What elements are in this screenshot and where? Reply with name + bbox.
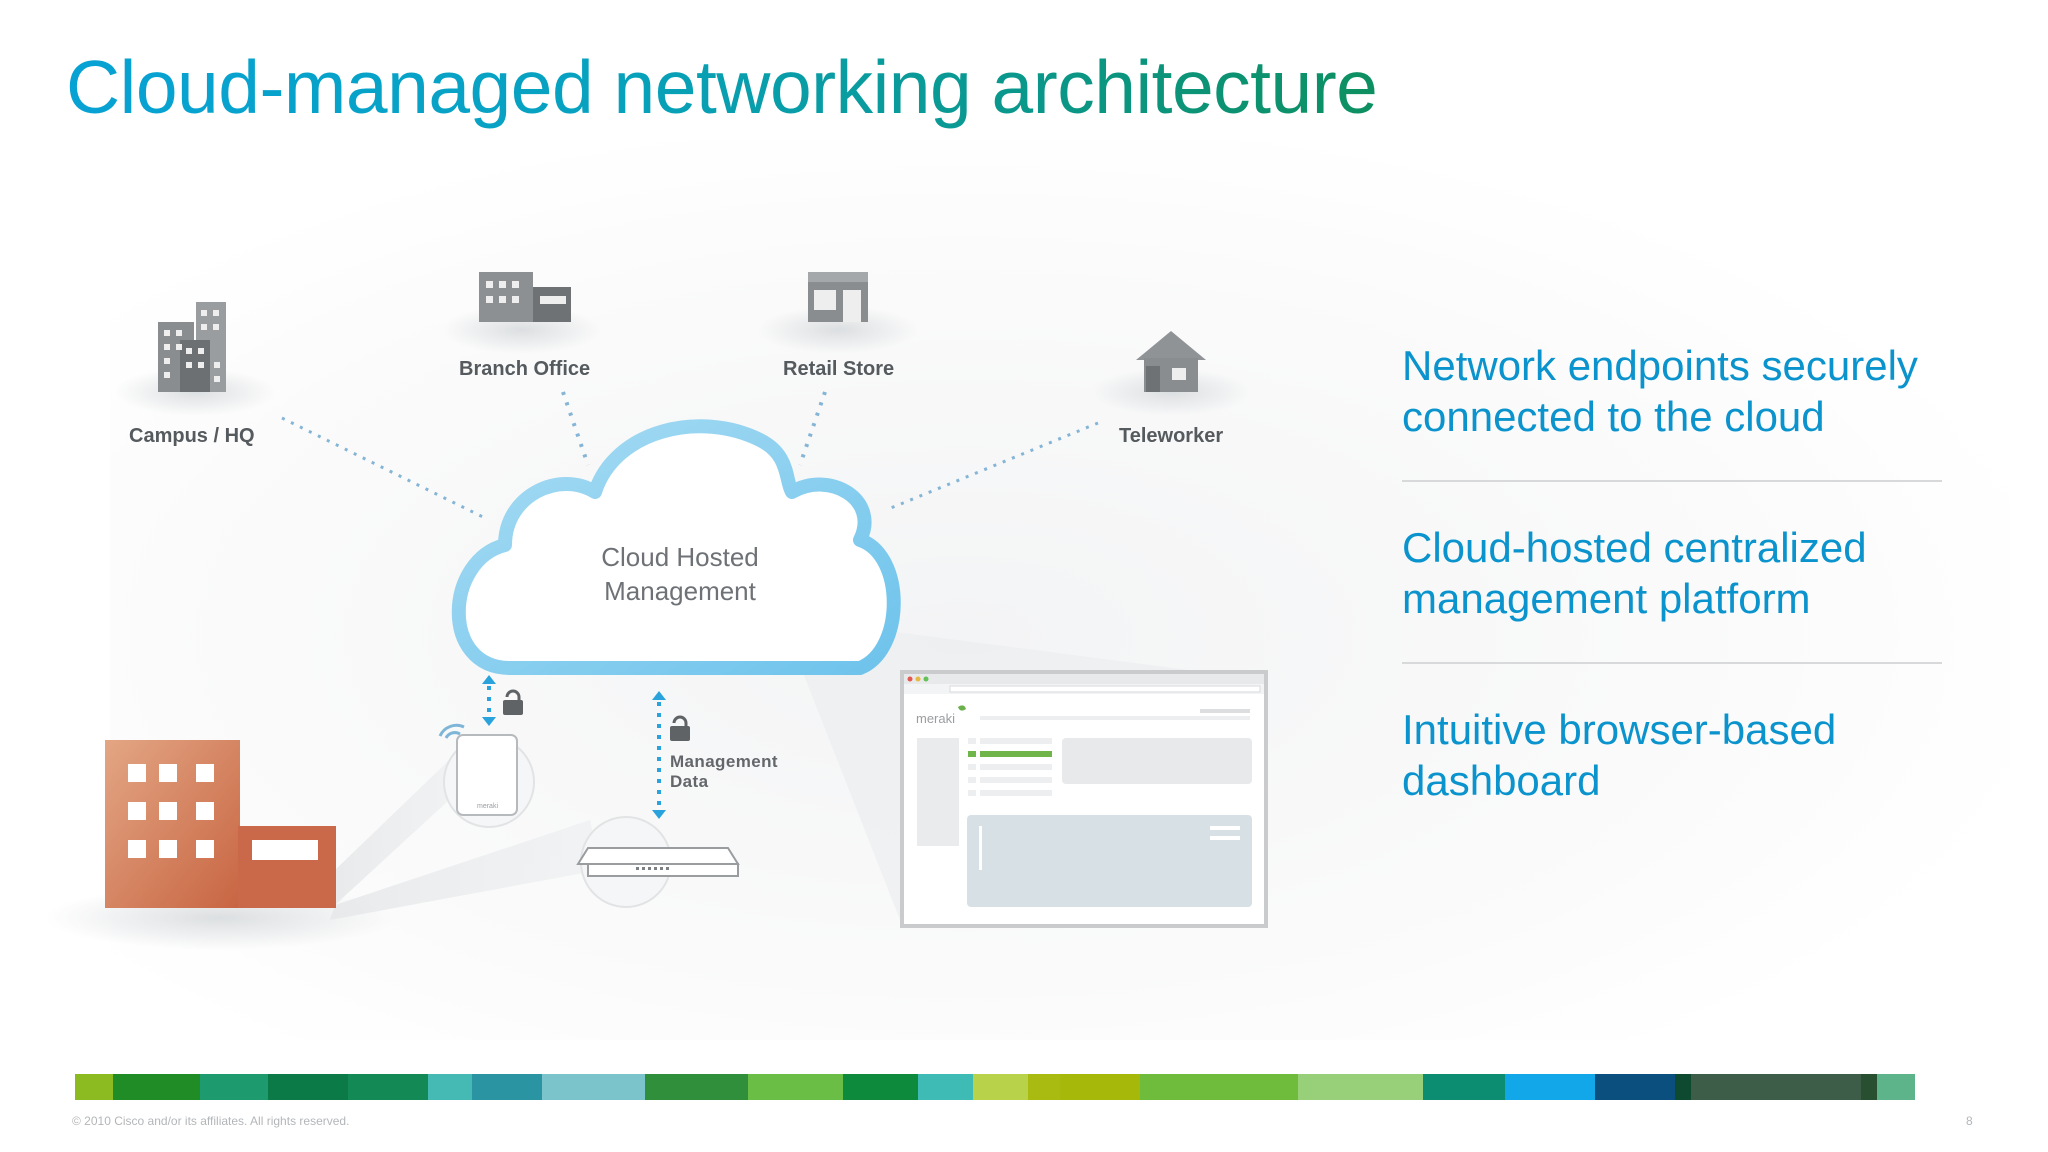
- color-bar-segment: [542, 1074, 645, 1100]
- color-bar-segment: [75, 1074, 113, 1100]
- color-bar-segment: [748, 1074, 843, 1100]
- bullet-management-platform: Cloud-hosted centralized management plat…: [1402, 524, 1867, 622]
- bullet-divider: [1402, 662, 1942, 664]
- ray-retail: [798, 391, 827, 466]
- color-bar-segment: [113, 1074, 200, 1100]
- color-bar-segment: [1691, 1074, 1861, 1100]
- retail-store-label: Retail Store: [783, 358, 895, 380]
- cloud-label-line-2: Management: [604, 576, 756, 606]
- cloud-shape: [451, 419, 901, 675]
- color-bar-segment: [843, 1074, 918, 1100]
- color-bar-segment: [1060, 1074, 1140, 1100]
- color-bar-segment: [1877, 1074, 1915, 1100]
- ray-teleworker: [885, 421, 1099, 512]
- security-appliance-device: [576, 847, 740, 877]
- slide-title: Cloud-managed networking architecture: [66, 45, 1378, 129]
- teleworker-icon: [1136, 331, 1206, 392]
- color-bar-segment: [1140, 1074, 1298, 1100]
- footer-color-bar: [75, 1074, 1975, 1100]
- color-bar-segment: [268, 1074, 348, 1100]
- color-bar-segment: [918, 1074, 973, 1100]
- ray-branch: [561, 391, 590, 466]
- management-data-label: Management Data: [670, 752, 800, 792]
- color-bar-segment: [645, 1074, 748, 1100]
- hq-building-icon: [105, 740, 336, 908]
- mgmt-label-line-2: Data: [670, 772, 709, 791]
- color-bar-segment: [1861, 1074, 1877, 1100]
- color-bar-segment: [973, 1074, 1028, 1100]
- beam-to-appliance: [330, 820, 600, 920]
- retail-store-icon: [808, 272, 868, 322]
- color-bar-segment: [1595, 1074, 1675, 1100]
- page-number: 8: [1966, 1114, 1973, 1128]
- color-bar-segment: [1423, 1074, 1505, 1100]
- wifi-signal-icon: [438, 723, 465, 739]
- svg-text:meraki: meraki: [477, 803, 498, 810]
- beam-to-ap: [335, 740, 470, 905]
- ray-campus: [281, 416, 486, 520]
- access-point-device: [456, 734, 518, 816]
- bullet-endpoints: Network endpoints securely connected to …: [1402, 342, 1918, 440]
- color-bar-segment: [200, 1074, 268, 1100]
- lock-icon-2: [670, 715, 690, 741]
- cloud-hosted-management-label: Cloud Hosted Management: [560, 540, 800, 608]
- cloud-label-line-1: Cloud Hosted: [601, 542, 759, 572]
- color-bar-segment: [1298, 1074, 1423, 1100]
- meraki-logo: meraki: [916, 711, 955, 726]
- bullet-divider: [1402, 480, 1942, 482]
- color-bar-segment: [472, 1074, 542, 1100]
- campus-hq-label: Campus / HQ: [129, 425, 255, 447]
- bullet-list: Network endpoints securely connected to …: [1402, 336, 1942, 844]
- color-bar-segment: [428, 1074, 472, 1100]
- campus-hq-icon: [158, 302, 226, 392]
- retail-shadow: [758, 306, 918, 354]
- dashboard-browser-window: meraki: [900, 670, 1268, 928]
- color-bar-segment: [348, 1074, 428, 1100]
- color-bar-segment: [1675, 1074, 1691, 1100]
- branch-office-icon: [479, 272, 571, 322]
- copyright-footer: © 2010 Cisco and/or its affiliates. All …: [72, 1114, 350, 1128]
- teleworker-label: Teleworker: [1119, 425, 1224, 447]
- color-bar-segment: [1028, 1074, 1060, 1100]
- bullet-dashboard: Intuitive browser-based dashboard: [1402, 706, 1837, 804]
- lock-icon-1: [503, 689, 523, 715]
- color-bar-segment: [1505, 1074, 1595, 1100]
- mgmt-label-line-1: Management: [670, 752, 778, 771]
- branch-office-label: Branch Office: [459, 358, 591, 380]
